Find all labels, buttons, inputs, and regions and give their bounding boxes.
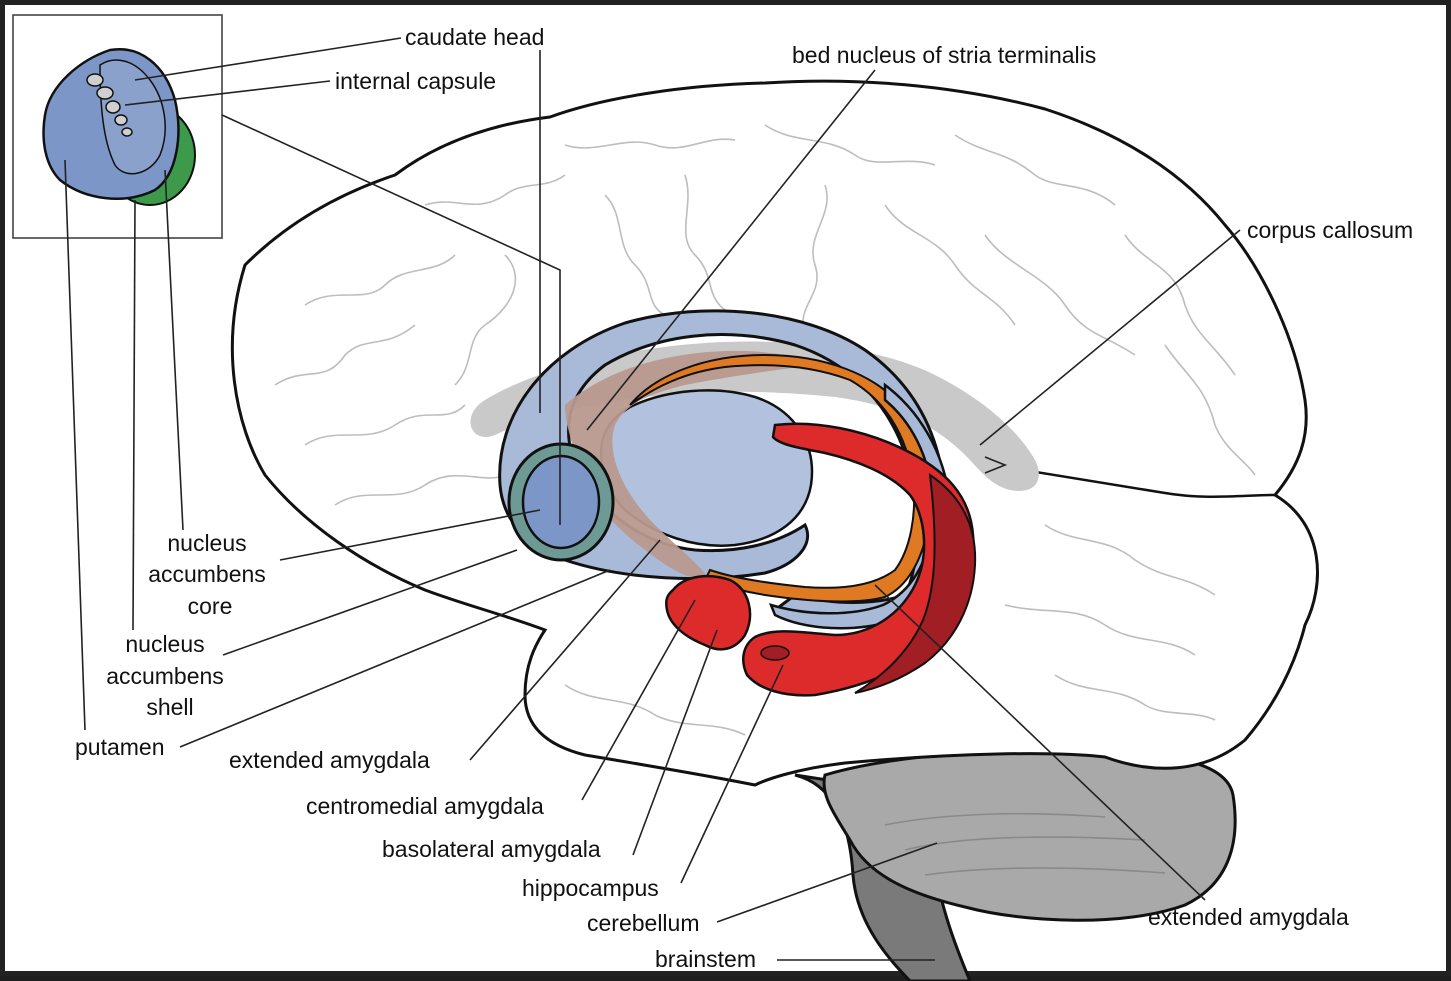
leader-lines xyxy=(64,37,1241,961)
label-nac-core-line2: accumbens xyxy=(148,561,266,587)
label-putamen: putamen xyxy=(75,734,165,760)
label-corpus-callosum: corpus callosum xyxy=(1247,217,1413,243)
cerebellum-folia xyxy=(884,812,1166,876)
label-basolateral-amygdala: basolateral amygdala xyxy=(382,836,601,862)
label-nac-core-line1: nucleus xyxy=(167,530,246,556)
label-nac-shell-line3: shell xyxy=(146,694,193,720)
gyri-folds xyxy=(274,124,1256,736)
label-hippocampus: hippocampus xyxy=(522,875,659,901)
label-brainstem: brainstem xyxy=(655,946,756,972)
hippocampus-dark xyxy=(854,472,977,694)
label-extended-amygdala-right: extended amygdala xyxy=(1148,904,1349,930)
label-extended-amygdala-left: extended amygdala xyxy=(229,747,430,773)
label-cerebellum: cerebellum xyxy=(587,910,700,936)
label-bed-nucleus: bed nucleus of stria terminalis xyxy=(792,42,1096,68)
labels: caudate head internal capsule bed nucleu… xyxy=(75,24,1413,972)
label-caudate-head: caudate head xyxy=(405,24,544,50)
brain-diagram: caudate head internal capsule bed nucleu… xyxy=(12,14,1413,981)
inset-caudate xyxy=(99,59,166,175)
label-internal-capsule: internal capsule xyxy=(335,68,496,94)
nucleus-accumbens-core xyxy=(521,454,601,550)
amygdala xyxy=(665,574,752,651)
label-nac-core-line3: core xyxy=(188,593,233,619)
stria-terminalis-tan xyxy=(565,350,815,580)
hippocampus xyxy=(742,422,975,697)
striatum xyxy=(498,309,949,625)
label-nac-shell-line2: accumbens xyxy=(106,663,224,689)
label-nac-shell-line1: nucleus xyxy=(125,631,204,657)
inset-internal-capsule xyxy=(86,73,133,137)
label-centromedial-amygdala: centromedial amygdala xyxy=(306,793,544,819)
lateral-fissure-line xyxy=(1004,465,1276,498)
hippocampus-head-mark xyxy=(760,645,790,661)
